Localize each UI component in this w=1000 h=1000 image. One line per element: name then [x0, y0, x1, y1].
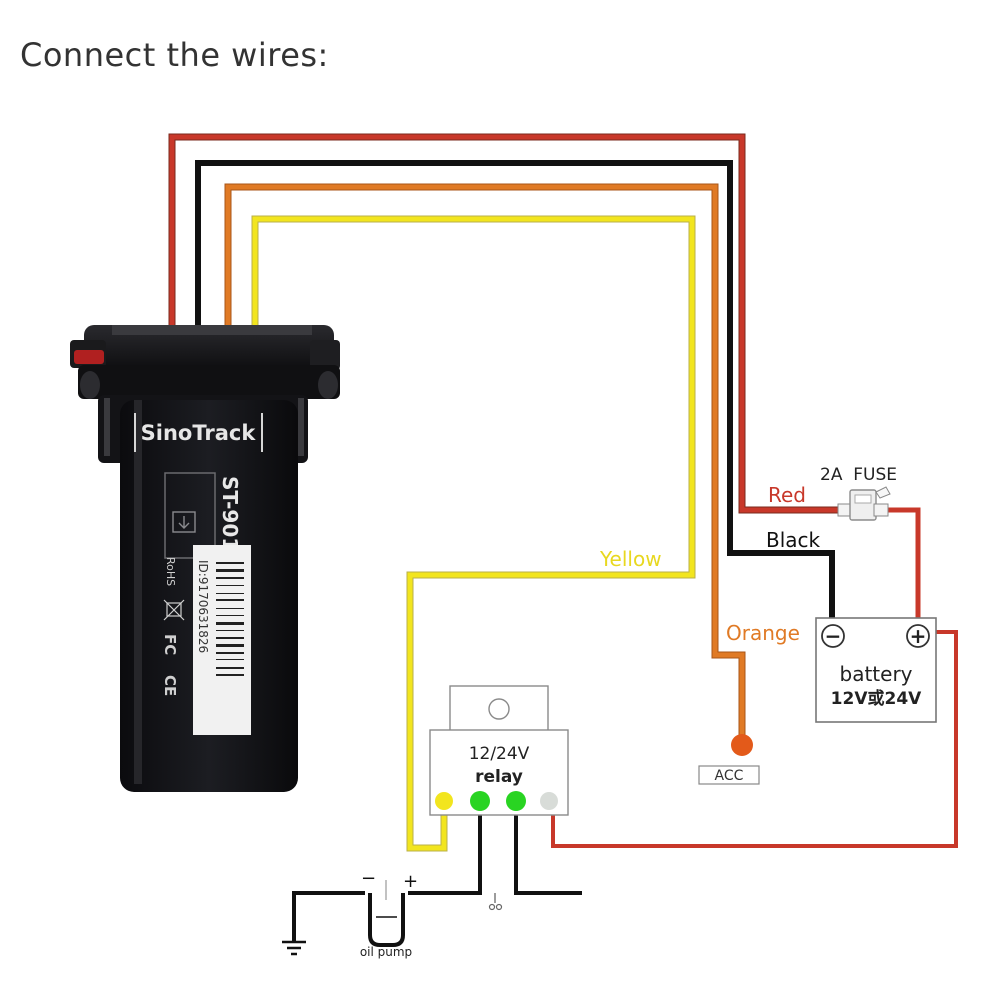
rohs-mark: RoHS: [164, 557, 177, 586]
device-brand: SinoTrack: [141, 421, 257, 445]
recycle-bin-icon: [163, 599, 185, 621]
wire-relay-power: [551, 630, 958, 848]
relay: 12/24V relay: [429, 685, 569, 816]
battery-plus-terminal: [906, 624, 930, 648]
ground-icon: [282, 940, 306, 956]
fuse: 2A FUSE: [820, 465, 897, 521]
relay-label: relay: [475, 767, 523, 787]
relay-pin-green-1: [470, 791, 490, 811]
wire-black: [195, 160, 835, 618]
barcode: [216, 562, 244, 676]
black-wire-label: Black: [766, 528, 821, 552]
pump-plus: +: [403, 871, 418, 892]
device-model: ST-901: [218, 476, 242, 551]
red-wire-label: Red: [768, 483, 806, 507]
battery-label: battery: [840, 662, 913, 686]
relay-pin-grey: [540, 792, 558, 810]
fuse-label: 2A FUSE: [820, 465, 897, 485]
barcode-label: [193, 545, 251, 735]
pump-minus: −: [361, 868, 376, 889]
wire-pump-circuit: [292, 806, 582, 942]
battery-minus-terminal: [821, 624, 845, 648]
acc-label: ACC: [715, 768, 744, 784]
yellow-wire-label: Yellow: [599, 547, 662, 571]
battery-voltage: 12V或24V: [831, 688, 922, 709]
wire-red: [168, 133, 921, 618]
wire-orange: [224, 183, 746, 738]
scissors-icon: [488, 893, 503, 911]
device-id: ID:9170631826: [196, 560, 210, 653]
battery-minus-sign: −: [825, 624, 842, 648]
pump-label: oil pump: [360, 945, 412, 959]
acc-terminal: ACC: [698, 734, 760, 785]
page-title: Connect the wires:: [20, 36, 329, 74]
ce-mark: CE: [161, 675, 179, 696]
orange-wire-label: Orange: [726, 621, 800, 645]
relay-pin-green-2: [506, 791, 526, 811]
wire-yellow: [251, 215, 696, 852]
battery-plus-sign: +: [910, 624, 927, 648]
relay-voltage: 12/24V: [469, 744, 530, 764]
relay-pin-yellow: [435, 792, 453, 810]
oil-pump: − + oil pump: [360, 868, 418, 959]
battery: − + battery 12V或24V: [815, 617, 937, 723]
fc-mark: FC: [161, 634, 179, 655]
gps-tracker-device: SinoTrack ST-901 ID:9170631826 RoHS FC C…: [70, 325, 340, 792]
